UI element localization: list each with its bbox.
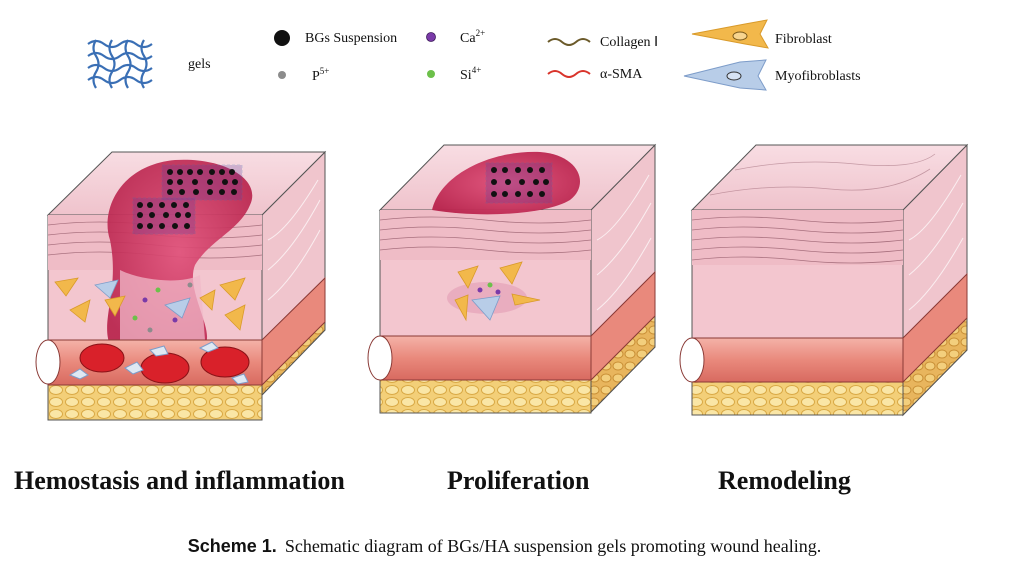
- legend-asma-label: α-SMA: [600, 67, 643, 82]
- myofibroblast-cells: [94, 279, 191, 319]
- myofibroblast-cells: [471, 295, 501, 321]
- ion-dots: [132, 282, 193, 333]
- myofibroblast-icon: [683, 59, 767, 91]
- legend-ca-label: Ca2+: [460, 28, 485, 46]
- legend-p-text: P: [312, 69, 320, 84]
- stage-hemostasis-block: [35, 150, 327, 421]
- gel-bgs-cluster: [485, 162, 553, 204]
- legend-si-sup: 4+: [472, 65, 482, 75]
- blood-vessel: [379, 335, 592, 381]
- stage-title-hemostasis: Hemostasis and inflammation: [14, 466, 345, 495]
- legend-ca-sup: 2+: [476, 28, 486, 38]
- legend-si-text: Si: [460, 68, 472, 83]
- fibroblast-cells: [454, 261, 541, 322]
- fibroblast-icon: [691, 19, 769, 49]
- ca-ion-icon: [426, 32, 436, 42]
- stage-proliferation-block: [367, 143, 657, 414]
- caption-text: Schematic diagram of BGs/HA suspension g…: [284, 536, 822, 556]
- legend-collagen-label: Collagen Ⅰ: [600, 35, 658, 50]
- legend-si-label: Si4+: [460, 65, 481, 83]
- legend-gels-label: gels: [188, 57, 211, 72]
- stage-title-proliferation: Proliferation: [447, 466, 590, 495]
- legend-p-label: P5+: [312, 66, 329, 84]
- gels-icon: [87, 39, 153, 89]
- wound-healing-diagram: gels BGs Suspension P5+ Ca2+ Si4+ Collag…: [35, 19, 969, 421]
- si-ion-icon: [427, 70, 435, 78]
- legend-bgs-label: BGs Suspension: [305, 31, 397, 46]
- asma-icon: [547, 70, 591, 78]
- legend-fibroblast-label: Fibroblast: [775, 32, 832, 47]
- gel-bgs-cluster: [161, 164, 243, 201]
- platelets: [68, 341, 249, 385]
- gel-bgs-cluster: [132, 197, 196, 235]
- caption-label: Scheme 1.: [187, 536, 277, 556]
- blood-vessel: [691, 337, 904, 383]
- stage-title-remodeling: Remodeling: [718, 466, 851, 495]
- fibroblast-cells: [54, 277, 246, 331]
- p-ion-icon: [278, 71, 286, 79]
- stage-remodeling-block: [679, 143, 969, 417]
- collagen-icon: [547, 38, 591, 46]
- legend-myofibroblasts-label: Myofibroblasts: [775, 69, 861, 84]
- legend: gels BGs Suspension P5+ Ca2+ Si4+ Collag…: [87, 19, 861, 91]
- ion-dots: [477, 282, 501, 295]
- legend-p-sup: 5+: [320, 66, 330, 76]
- bgs-suspension-icon: [274, 30, 290, 46]
- figure-caption: Scheme 1. Schematic diagram of BGs/HA sus…: [0, 536, 1009, 557]
- legend-ca-text: Ca: [460, 31, 476, 46]
